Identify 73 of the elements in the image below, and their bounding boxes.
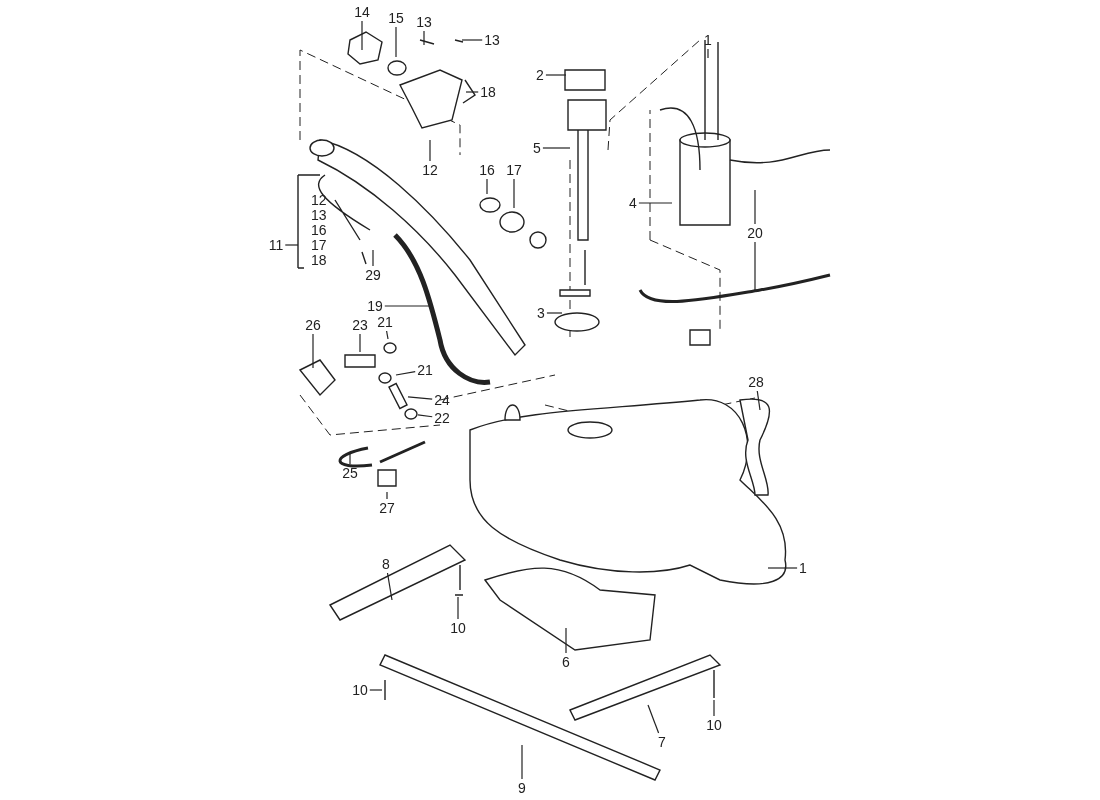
callout-number: 21	[376, 314, 394, 330]
leader-line	[312, 333, 314, 369]
leader-line	[429, 139, 431, 162]
callout-number: 8	[381, 556, 391, 572]
callout-number: 11	[267, 237, 285, 253]
leader-line	[395, 26, 397, 58]
leader-line	[349, 452, 351, 465]
clamp-ring-drawing	[404, 408, 418, 420]
callout-number: 14	[353, 4, 371, 20]
leader-line	[542, 147, 571, 149]
leader-line	[754, 189, 756, 225]
leader-line	[359, 333, 361, 353]
callout-number: 24	[433, 392, 451, 408]
callout-number: 10	[705, 717, 723, 733]
callout-number: 27	[378, 500, 396, 516]
leader-line	[638, 202, 673, 204]
callout-number: 20	[746, 225, 764, 241]
leader-line	[386, 491, 388, 500]
bracket-list-number: 13	[310, 207, 328, 223]
leader-line	[513, 178, 515, 209]
leader-line	[647, 704, 660, 734]
callout-number: 15	[387, 10, 405, 26]
callout-number: 6	[561, 654, 571, 670]
bracket-list-number: 18	[310, 252, 328, 268]
leader-line	[407, 396, 433, 400]
leader-line	[386, 572, 393, 601]
leader-line	[545, 74, 567, 76]
leader-line	[546, 312, 563, 314]
callout-number: 12	[421, 162, 439, 178]
callout-number: 26	[304, 317, 322, 333]
callout-number: 23	[351, 317, 369, 333]
callout-number: 1	[798, 560, 808, 576]
leader-line	[461, 39, 483, 41]
leader-line	[521, 744, 523, 780]
leader-line	[395, 371, 416, 376]
callout-number: 18	[479, 84, 497, 100]
leader-line	[457, 596, 459, 620]
callout-number: 25	[341, 465, 359, 481]
callout-number: 16	[478, 162, 496, 178]
leader-line	[284, 244, 299, 246]
callout-number: 5	[532, 140, 542, 156]
leader-line	[465, 91, 479, 93]
bracket-list-number: 16	[310, 222, 328, 238]
leader-line	[369, 689, 383, 691]
callout-number: 29	[364, 267, 382, 283]
bracket-list-number: 17	[310, 237, 328, 253]
callout-number: 7	[657, 734, 667, 750]
leader-line	[565, 627, 567, 654]
callout-number: 28	[747, 374, 765, 390]
callout-number: 9	[517, 780, 527, 796]
leader-line	[417, 414, 433, 418]
callout-number: 10	[449, 620, 467, 636]
leader-line	[756, 390, 761, 411]
callout-number: 17	[505, 162, 523, 178]
hose-sleeve-drawing	[388, 382, 408, 410]
callout-number: 1	[703, 32, 713, 48]
callout-number: 21	[416, 362, 434, 378]
leader-line	[423, 30, 425, 46]
leader-line	[713, 699, 715, 717]
leader-line	[372, 249, 374, 267]
callout-number: 10	[351, 682, 369, 698]
leader-line	[707, 48, 709, 59]
callout-number: 3	[536, 305, 546, 321]
callout-number: 13	[415, 14, 433, 30]
leader-line	[754, 241, 756, 291]
leader-line	[386, 330, 389, 340]
callout-number: 13	[483, 32, 501, 48]
callout-number: 2	[535, 67, 545, 83]
callout-number: 22	[433, 410, 451, 426]
leader-line	[486, 178, 488, 195]
callout-number: 19	[366, 298, 384, 314]
callout-number: 4	[628, 195, 638, 211]
leader-line	[767, 567, 798, 569]
